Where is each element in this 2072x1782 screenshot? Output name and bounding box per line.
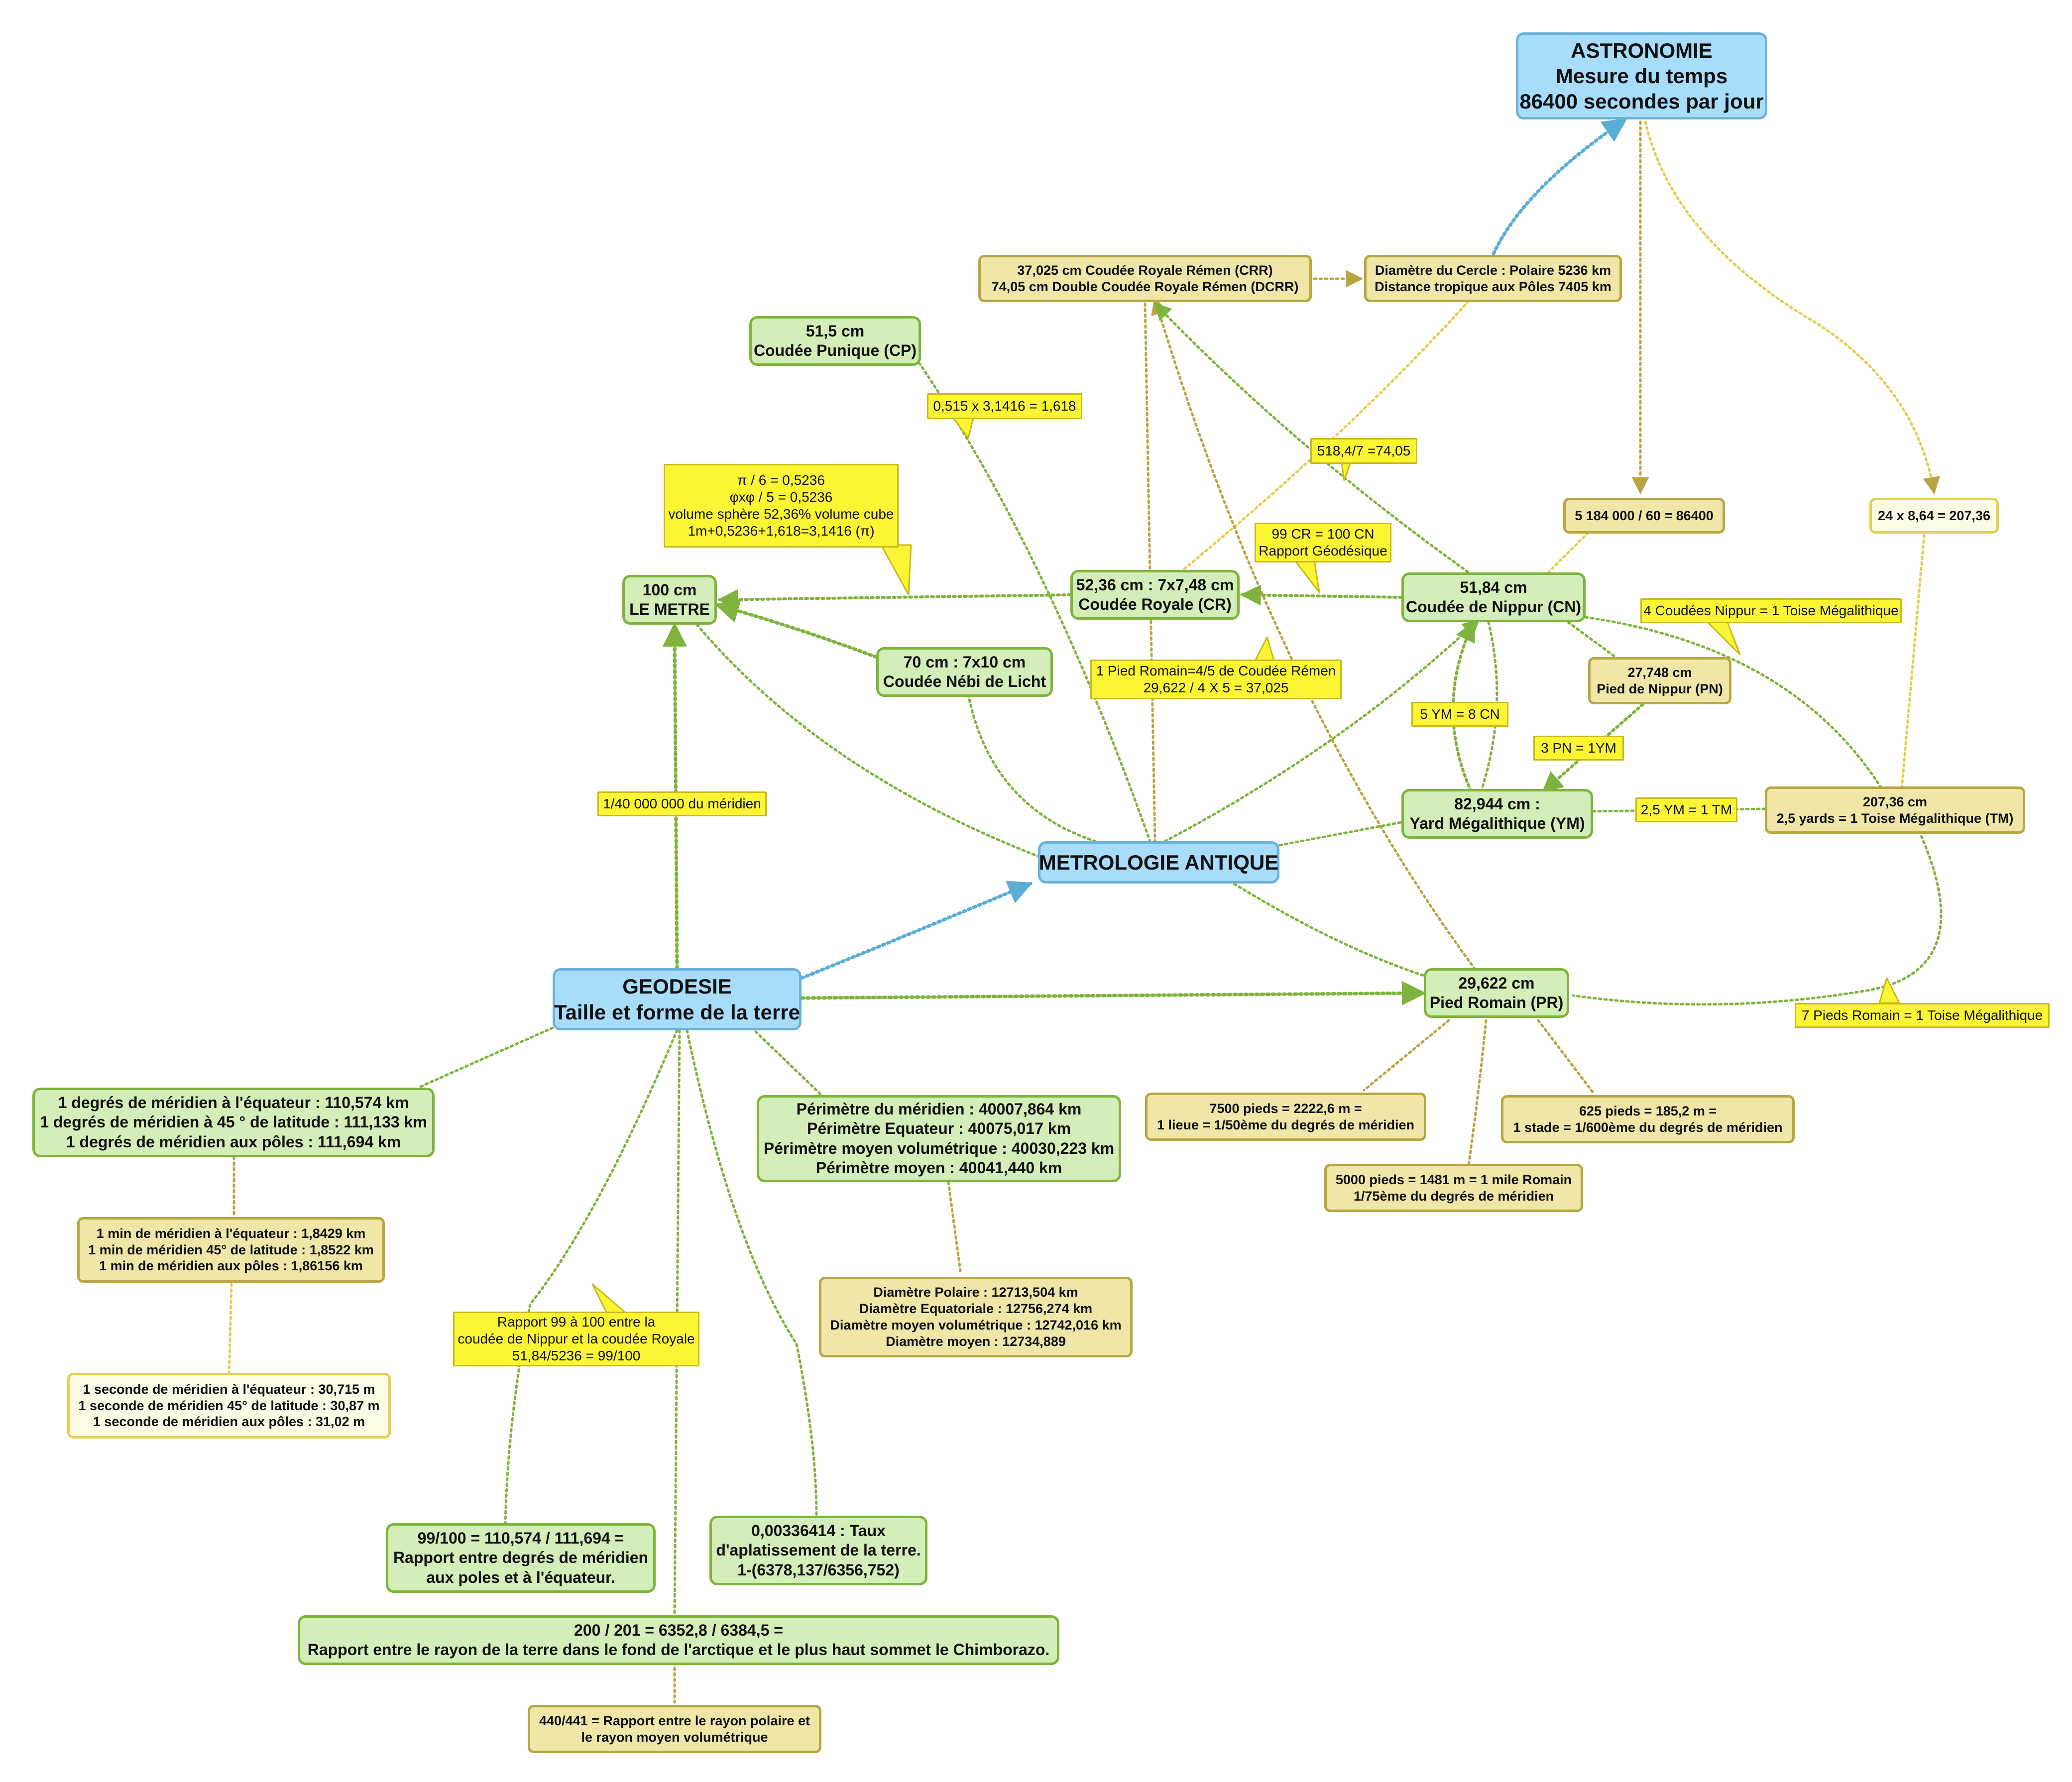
link-pied-stade [1537,1019,1595,1094]
link-diametre-royale [1178,300,1470,574]
link-crr-nippur [1153,302,1470,574]
link-metrologie-nippur [1163,618,1480,843]
royale-node[interactable]: 52,36 cm : 7x7,48 cm Coudée Royale (CR) [1070,570,1240,620]
rayon-node[interactable]: 200 / 201 = 6352,8 / 6384,5 = Rapport en… [298,1615,1059,1665]
link-pied-lieue [1363,1019,1450,1092]
link-nippur-toise [1584,616,1883,790]
link-pied-mile [1467,1019,1488,1166]
pied-romain-node[interactable]: 29,622 cm Pied Romain (PR) [1424,968,1569,1018]
diametre-cercle-node[interactable]: Diamètre du Cercle : Polaire 5236 km Dis… [1364,255,1622,302]
callout-ym-tm: 2,5 YM = 1 TM [1635,797,1737,822]
rapport-degres-node[interactable]: 99/100 = 110,574 / 111,694 = Rapport ent… [386,1523,656,1593]
link-geodesie-perimetre [750,1026,823,1097]
callout-dcrr-calc: 518,4/7 =74,05 [1310,438,1417,464]
secondes-meridien-node[interactable]: 1 seconde de méridien à l'équateur : 30,… [67,1373,391,1439]
link-geodesie-pied [800,981,1426,1005]
geodesie-node[interactable]: GEODESIE Taille et forme de la terre [553,968,802,1030]
link-secondes-nippur [1547,531,1590,574]
link-minutes-secondes [228,1283,233,1378]
pied-nippur-node[interactable]: 27,748 cm Pied de Nippur (PN) [1588,657,1731,704]
link-metrologie-pied [1228,880,1425,977]
link-geodesie-metrologie [800,881,1033,980]
link-metrologie-yard [1273,820,1408,848]
stade-node[interactable]: 625 pieds = 185,2 m = 1 stade = 1/600ème… [1501,1095,1795,1143]
punique-node[interactable]: 51,5 cm Coudée Punique (CP) [749,316,921,366]
link-geodesie-aplatissement [686,1029,818,1517]
link-diametre-astronomie [1492,117,1628,256]
link-metre-metrologie [695,623,1039,858]
callout-pi: π / 6 = 0,5236 φxφ / 5 = 0,5236 volume s… [664,464,899,548]
callout-cr-cn: 99 CR = 100 CN Rapport Géodésique [1255,523,1391,562]
toise-calc-node[interactable]: 24 x 8,64 = 207,36 [1869,498,1999,534]
diametres-node[interactable]: Diamètre Polaire : 12713,504 km Diamètre… [819,1277,1133,1357]
nippur-node[interactable]: 51,84 cm Coudée de Nippur (CN) [1401,572,1586,622]
aplatissement-node[interactable]: 0,00336414 : Taux d'aplatissement de la … [709,1516,927,1585]
callout-rapport-99: Rapport 99 à 100 entre la coudée de Nipp… [453,1312,699,1366]
callout-meridien: 1/40 000 000 du méridien [597,791,767,816]
link-perimetre-diametres [947,1181,962,1276]
callout-punique-calc: 0,515 x 3,1416 = 1,618 [927,393,1082,419]
link-royale-metre [717,589,1072,610]
toise-node[interactable]: 207,36 cm 2,5 yards = 1 Toise Mégalithiq… [1765,786,2025,834]
link-toisecalc-toise [1900,534,1926,790]
degres-node[interactable]: 1 degrés de méridien à l'équateur : 110,… [32,1088,435,1157]
nebi-node[interactable]: 70 cm : 7x10 cm Coudée Nébi de Licht [876,647,1053,697]
link-nebi-metrologie [967,693,1097,843]
rayon-polaire-node[interactable]: 440/441 = Rapport entre le rayon polaire… [528,1705,821,1753]
link-geodesie-degres [417,1026,554,1089]
link-nippur-royale [1240,584,1403,606]
callout-nippur-toise: 4 Coudées Nippur = 1 Toise Mégalithique [1640,598,1902,623]
link-nebi-metre [714,599,878,659]
crr-node[interactable]: 37,025 cm Coudée Royale Rémen (CRR) 74,0… [978,255,1312,302]
callout-ym-cn: 5 YM = 8 CN [1411,702,1508,727]
metrologie-node[interactable]: METROLOGIE ANTIQUE [1038,841,1279,884]
callout-pied-crr: 1 Pied Romain=4/5 de Coudée Rémen 29,622… [1090,660,1342,699]
mile-node[interactable]: 5000 pieds = 1481 m = 1 mile Romain 1/75… [1324,1164,1583,1212]
link-toise-pied [1572,830,1943,1006]
link-astronomie-toisecalc [1644,120,1941,495]
perimetre-node[interactable]: Périmètre du méridien : 40007,864 km Pér… [757,1095,1121,1182]
astronomie-node[interactable]: ASTRONOMIE Mesure du temps 86400 seconde… [1516,32,1767,119]
callout-pieds-toise: 7 Pieds Romain = 1 Toise Mégalithique [1795,1003,2050,1028]
metre-node[interactable]: 100 cm LE METRE [622,575,717,625]
minutes-node[interactable]: 1 min de méridien à l'équateur : 1,8429 … [77,1217,385,1283]
link-geodesie-rapport [504,1029,679,1525]
yard-node[interactable]: 82,944 cm : Yard Mégalithique (YM) [1401,789,1593,839]
link-nippur-piednippur [1567,621,1617,659]
secondes-node[interactable]: 5 184 000 / 60 = 86400 [1563,498,1725,534]
lieue-node[interactable]: 7500 pieds = 2222,6 m = 1 lieue = 1/50èm… [1145,1093,1426,1141]
callout-pn-ym: 3 PN = 1YM [1533,736,1624,761]
